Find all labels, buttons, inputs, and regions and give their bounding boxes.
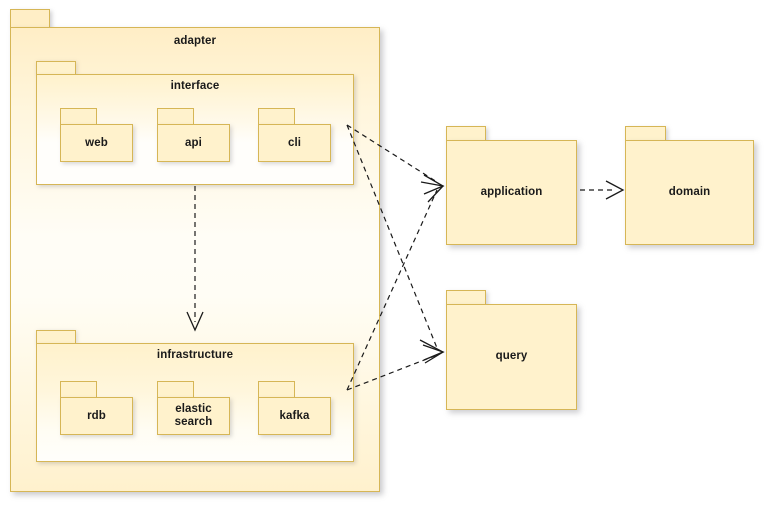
package-domain-tab [625, 126, 666, 141]
package-elastic-search-body: elastic search [157, 397, 230, 435]
package-api-tab [157, 108, 194, 125]
package-query-body: query [446, 304, 577, 410]
package-interface-label: interface [170, 80, 220, 92]
package-web-body: web [60, 124, 133, 162]
package-cli-body: cli [258, 124, 331, 162]
package-rdb-tab [60, 381, 97, 398]
package-domain-label: domain [668, 186, 711, 198]
package-api-label: api [185, 137, 202, 149]
package-cli-tab [258, 108, 295, 125]
package-web-label: web [85, 137, 108, 149]
package-rdb-body: rdb [60, 397, 133, 435]
package-application-body: application [446, 140, 577, 245]
package-query-label: query [495, 350, 528, 362]
package-infrastructure-tab [36, 330, 76, 344]
package-adapter-label: adapter [173, 35, 217, 47]
package-interface-tab [36, 61, 76, 75]
edge-application-to-domain [580, 180, 625, 200]
package-adapter-tab [10, 9, 50, 28]
package-domain-body: domain [625, 140, 754, 245]
package-elastic-search-label: elastic search [174, 403, 213, 428]
package-kafka-body: kafka [258, 397, 331, 435]
package-kafka-label: kafka [279, 410, 310, 422]
package-cli-label: cli [287, 137, 302, 149]
package-application-tab [446, 126, 486, 141]
package-kafka-tab [258, 381, 295, 398]
package-rdb-label: rdb [87, 410, 106, 422]
package-application-label: application [480, 186, 543, 198]
package-query-tab [446, 290, 486, 305]
package-elastic-search-tab [157, 381, 194, 398]
package-api-body: api [157, 124, 230, 162]
package-web-tab [60, 108, 97, 125]
package-infrastructure-label: infrastructure [156, 349, 234, 361]
